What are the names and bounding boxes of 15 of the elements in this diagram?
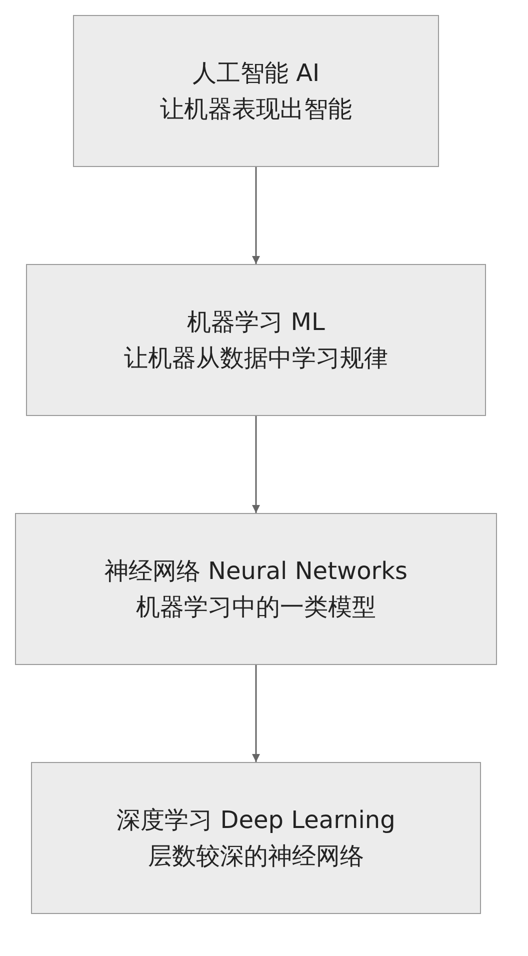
box-title: 机器学习 ML	[187, 307, 325, 338]
arrow	[252, 665, 260, 762]
arrow	[252, 416, 260, 513]
box-title: 神经网络 Neural Networks	[104, 556, 408, 587]
process-box	[31, 762, 481, 914]
box-description: 机器学习中的一类模型	[136, 592, 376, 623]
box-title: 深度学习 Deep Learning	[116, 805, 396, 836]
process-box	[73, 15, 439, 167]
process-box	[15, 513, 497, 665]
box-description: 让机器表现出智能	[160, 94, 352, 125]
box-description: 层数较深的神经网络	[148, 841, 364, 872]
box-description: 让机器从数据中学习规律	[124, 343, 388, 374]
box-title: 人工智能 AI	[192, 58, 320, 89]
process-box	[26, 264, 486, 416]
arrow	[252, 167, 260, 264]
